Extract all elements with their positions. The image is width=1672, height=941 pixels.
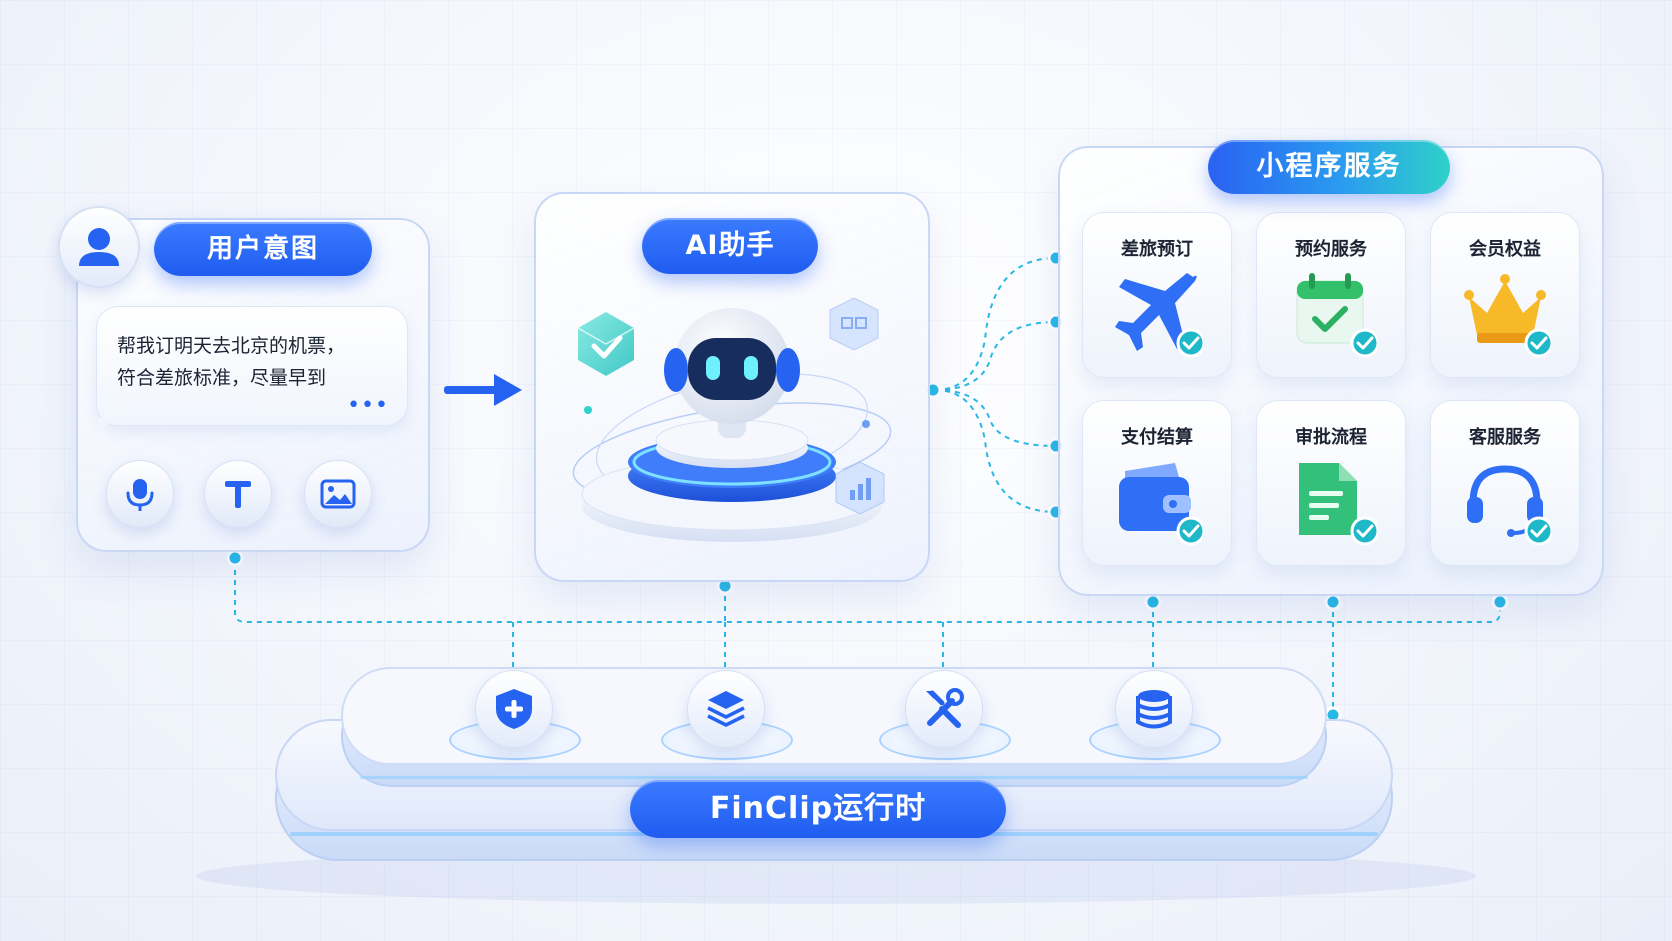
arrow-right-icon xyxy=(444,374,522,406)
service-card-member-benefits[interactable]: 会员权益 xyxy=(1430,212,1580,378)
ai-assistant-title: AI助手 xyxy=(642,218,818,274)
document-icon xyxy=(1299,463,1377,546)
message-line-2: 符合差旅标准，尽量早到 xyxy=(117,367,327,389)
service-label: 支付结算 xyxy=(1121,427,1193,448)
service-card-appointment[interactable]: 预约服务 xyxy=(1256,212,1406,378)
text-t-icon xyxy=(225,481,251,508)
security-module xyxy=(475,670,553,748)
service-label: 审批流程 xyxy=(1295,427,1367,448)
wallet-icon xyxy=(1119,463,1203,546)
tools-icon xyxy=(926,688,964,728)
chat-bubble: 帮我订明天去北京的机票， 符合差旅标准，尽量早到 ••• xyxy=(96,306,408,426)
service-card-payment[interactable]: 支付结算 xyxy=(1082,400,1232,566)
microphone-icon xyxy=(126,479,154,511)
crown-icon xyxy=(1464,274,1551,358)
mini-program-services-title: 小程序服务 xyxy=(1208,140,1450,194)
user-icon xyxy=(79,228,119,266)
typing-dots-icon: ••• xyxy=(347,393,389,418)
service-label: 差旅预订 xyxy=(1121,239,1193,260)
user-avatar xyxy=(58,206,140,288)
service-card-travel-booking[interactable]: 差旅预订 xyxy=(1082,212,1232,378)
shield-plus-icon xyxy=(496,689,532,729)
voice-input-button[interactable] xyxy=(106,460,174,528)
ai-assistant-panel xyxy=(534,192,930,582)
message-line-1: 帮我订明天去北京的机票， xyxy=(117,335,346,357)
image-icon xyxy=(320,479,356,509)
chat-bubble-tail xyxy=(98,418,114,434)
headset-icon xyxy=(1467,465,1551,546)
service-card-customer-service[interactable]: 客服服务 xyxy=(1430,400,1580,566)
ai-robot-illustration xyxy=(572,297,892,542)
calendar-check-icon xyxy=(1296,273,1377,358)
tools-module xyxy=(905,670,983,748)
service-label: 客服服务 xyxy=(1469,427,1541,448)
user-intent-title: 用户意图 xyxy=(154,222,372,276)
mini-program-services-panel: 差旅预订 预约服务 会员权益 支付结算 xyxy=(1058,146,1604,596)
service-label: 预约服务 xyxy=(1295,239,1367,260)
user-intent-panel: 帮我订明天去北京的机票， 符合差旅标准，尽量早到 ••• xyxy=(76,218,430,552)
text-input-button[interactable] xyxy=(204,460,272,528)
database-module xyxy=(1115,670,1193,748)
layers-module xyxy=(687,670,765,748)
service-label: 会员权益 xyxy=(1469,239,1541,260)
database-icon xyxy=(1136,690,1172,729)
airplane-icon xyxy=(1115,273,1203,358)
image-input-button[interactable] xyxy=(304,460,372,528)
runtime-title: FinClip运行时 xyxy=(630,780,1006,838)
service-card-approval[interactable]: 审批流程 xyxy=(1256,400,1406,566)
layers-icon xyxy=(707,691,745,727)
